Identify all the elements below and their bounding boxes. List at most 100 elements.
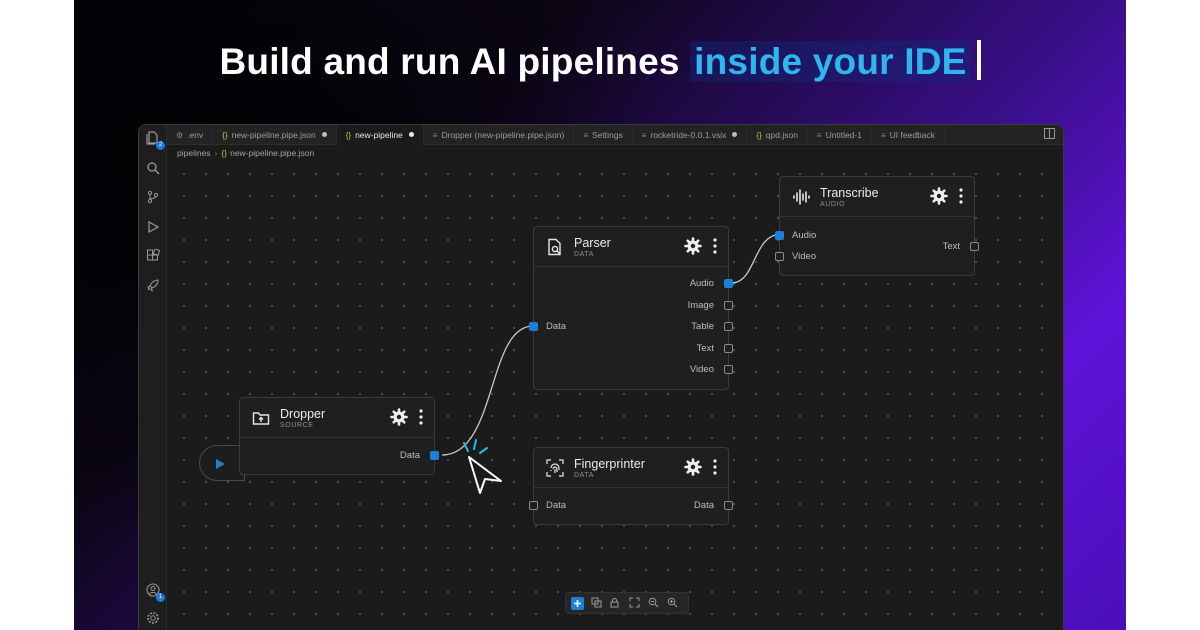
tab-label: Dropper (new-pipeline.pipe.json) — [441, 130, 565, 140]
breadcrumb-file[interactable]: new-pipeline.pipe.json — [230, 148, 315, 158]
headline: Build and run AI pipelines inside your I… — [74, 40, 1126, 83]
zoom-out-icon[interactable] — [647, 597, 660, 610]
node-header: Parser DATA — [534, 227, 728, 267]
tab-new-pipeline-pipe-json[interactable]: {}new-pipeline.pipe.json — [213, 125, 337, 145]
gear-icon[interactable] — [684, 237, 702, 255]
zoom-in-icon[interactable] — [666, 597, 679, 610]
wire-parser-transcribe — [730, 233, 783, 284]
node-title: Fingerprinter — [574, 457, 645, 471]
run-pipeline-button[interactable] — [199, 445, 245, 481]
document-search-icon — [548, 238, 561, 256]
output-port-text[interactable] — [724, 344, 733, 353]
tab-label: Settings — [591, 130, 623, 140]
node-header: Dropper SOURCE — [240, 398, 434, 438]
activity-bar: 2 1 — [139, 125, 167, 630]
tab-label: qpd.json — [765, 130, 798, 140]
more-vertical-icon[interactable] — [712, 237, 718, 255]
braces-icon: {} — [756, 131, 762, 140]
node-parser[interactable]: Parser DATA Data Audio Image Table Text … — [529, 226, 733, 390]
split-editor-icon[interactable] — [1044, 128, 1055, 142]
port-label: Image — [687, 300, 714, 311]
run-debug-icon[interactable] — [145, 220, 161, 236]
tab-env[interactable]: ⚙.env — [167, 125, 214, 145]
input-port-video[interactable] — [775, 252, 784, 261]
gear-icon: ⚙ — [176, 131, 184, 140]
output-port-image[interactable] — [724, 301, 733, 310]
tab-new-pipeline[interactable]: {}new-pipeline — [336, 125, 424, 145]
node-title: Transcribe — [820, 186, 879, 200]
explorer-icon[interactable]: 2 — [145, 131, 165, 150]
accounts-icon[interactable]: 1 — [145, 583, 165, 602]
port-label: Data — [399, 450, 420, 461]
gear-icon[interactable] — [390, 408, 408, 426]
input-port-data[interactable] — [529, 322, 538, 331]
output-port-video[interactable] — [724, 365, 733, 374]
more-vertical-icon[interactable] — [958, 187, 964, 205]
breadcrumb-folder[interactable]: pipelines — [177, 148, 211, 158]
output-port-text[interactable] — [970, 242, 979, 251]
pipeline-canvas[interactable]: Dropper SOURCE Data Parser DATA — [167, 159, 1063, 630]
node-fingerprinter[interactable]: Fingerprinter DATA Data Data — [529, 447, 733, 525]
port-label: Text — [942, 241, 960, 252]
search-icon[interactable] — [145, 161, 161, 177]
output-port-data[interactable] — [430, 451, 439, 460]
more-vertical-icon[interactable] — [418, 408, 424, 426]
port-label: Data — [546, 500, 567, 511]
tab-ui-feedback[interactable]: ≡UI feedback — [872, 125, 946, 145]
tab-rocketride-vsix[interactable]: ≡rocketride-0.0.1.vsix — [633, 125, 748, 145]
lock-icon[interactable] — [608, 597, 621, 610]
tab-label: UI feedback — [889, 130, 936, 140]
tab-label: new-pipeline — [355, 130, 403, 140]
output-port-data[interactable] — [724, 501, 733, 510]
port-label: Table — [691, 321, 714, 332]
output-port-table[interactable] — [724, 322, 733, 331]
gear-icon[interactable] — [684, 458, 702, 476]
node-title: Parser — [574, 236, 611, 250]
lines-icon: ≡ — [880, 131, 886, 140]
tab-dropper[interactable]: ≡Dropper (new-pipeline.pipe.json) — [424, 125, 575, 145]
more-vertical-icon[interactable] — [712, 458, 718, 476]
hero-frame: Build and run AI pipelines inside your I… — [74, 0, 1126, 630]
node-subtitle: SOURCE — [280, 422, 314, 429]
node-subtitle: DATA — [574, 472, 595, 479]
input-port-data[interactable] — [529, 501, 538, 510]
play-icon — [216, 459, 225, 469]
accounts-badge: 1 — [156, 593, 165, 602]
modified-dot — [732, 132, 738, 137]
fingerprint-icon — [546, 459, 564, 477]
node-transcribe[interactable]: Transcribe AUDIO Audio Video Text — [775, 176, 979, 276]
ide-window: 2 1 — [138, 124, 1064, 630]
modified-dot — [408, 132, 414, 137]
node-dropper[interactable]: Dropper SOURCE Data — [239, 397, 439, 475]
editor-tabs: ⚙.env{}new-pipeline.pipe.json{}new-pipel… — [167, 125, 1063, 145]
add-node-icon[interactable] — [571, 597, 584, 610]
extensions-icon[interactable] — [145, 248, 161, 265]
gear-icon[interactable] — [930, 187, 948, 205]
braces-icon: {} — [221, 148, 228, 158]
headline-highlight: inside your IDE — [690, 41, 971, 82]
tab-label: new-pipeline.pipe.json — [231, 130, 316, 140]
input-port-audio[interactable] — [775, 231, 784, 240]
port-label: Audio — [792, 230, 817, 241]
node-header: Transcribe AUDIO — [780, 177, 974, 217]
tab-label: rocketride-0.0.1.vsix — [650, 130, 727, 140]
tab-untitled-1[interactable]: ≡Untitled-1 — [808, 125, 872, 145]
audio-waveform-icon — [793, 189, 810, 205]
port-label: Data — [693, 500, 714, 511]
source-control-icon[interactable] — [145, 190, 161, 206]
port-label: Text — [696, 343, 714, 354]
fit-view-icon[interactable] — [628, 597, 641, 610]
lines-icon: ≡ — [583, 131, 588, 140]
port-label: Audio — [689, 278, 714, 289]
node-header: Fingerprinter DATA — [534, 448, 728, 488]
lines-icon: ≡ — [816, 131, 822, 140]
node-subtitle: DATA — [574, 251, 595, 258]
tab-qpd-json[interactable]: {}qpd.json — [747, 125, 808, 145]
tab-settings[interactable]: ≡Settings — [574, 125, 633, 145]
manage-gear-icon[interactable] — [145, 611, 161, 627]
rocket-icon[interactable] — [145, 278, 161, 294]
lines-icon: ≡ — [432, 131, 438, 140]
chevron-right-icon: › — [214, 148, 218, 158]
duplicate-icon[interactable] — [590, 597, 603, 610]
output-port-audio[interactable] — [724, 279, 733, 288]
